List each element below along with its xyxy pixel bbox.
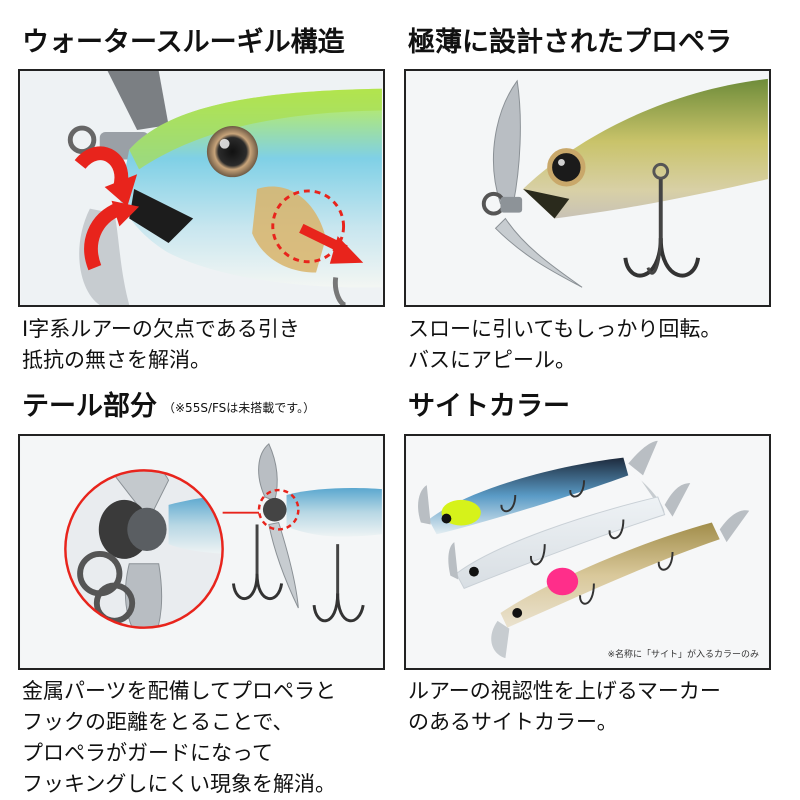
panel-2-caption-line: バスにアピール。 <box>408 348 576 372</box>
panel-3-caption-line: プロペラがガードになって <box>22 741 273 765</box>
panel-3-caption-line: フックの距離をとることで、 <box>22 710 294 734</box>
panel-4-heading: サイトカラー <box>408 390 570 424</box>
sight-color-note: ※名称に「サイト」が入るカラーのみ <box>607 650 759 660</box>
panel-3-caption: 金属パーツを配備してプロペラと フックの距離をとることで、 プロペラがガードにな… <box>22 676 336 800</box>
panel-3-caption-line: 金属パーツを配備してプロペラと <box>22 679 336 703</box>
panel-2-heading-text: 極薄に設計されたプロペラ <box>408 27 732 58</box>
lure-head-water-through-illustration <box>21 71 382 305</box>
panel-1-caption: I字系ルアーの欠点である引き 抵抗の無さを解消。 <box>22 314 300 376</box>
panel-2-image <box>404 69 771 307</box>
panel-1-caption-line: 抵抗の無さを解消。 <box>22 348 211 372</box>
panel-1-image <box>18 69 385 307</box>
panel-1-caption-line: I字系ルアーの欠点である引き <box>22 317 300 341</box>
panel-4-caption-line: のあるサイトカラー。 <box>408 710 618 734</box>
panel-4-image: ※名称に「サイト」が入るカラーのみ <box>404 434 771 670</box>
panel-2-heading: 極薄に設計されたプロペラ <box>408 26 732 60</box>
panel-2-caption: スローに引いてもしっかり回転。 バスにアピール。 <box>408 314 721 376</box>
panel-3-heading-note: （※55S/FSは未搭載です。） <box>163 400 316 415</box>
panel-3-image <box>18 434 385 670</box>
panel-3-heading: テール部分 （※55S/FSは未搭載です。） <box>22 390 315 425</box>
panel-3-caption-line: フッキングしにくい現象を解消。 <box>22 772 336 796</box>
panel-1-heading-text: ウォータースルーギル構造 <box>22 27 345 58</box>
panel-1-heading: ウォータースルーギル構造 <box>22 26 345 60</box>
tail-part-illustration <box>21 436 382 668</box>
panel-4-caption-line: ルアーの視認性を上げるマーカー <box>408 679 721 703</box>
panel-2-caption-line: スローに引いてもしっかり回転。 <box>408 317 722 341</box>
panel-4-heading-text: サイトカラー <box>408 391 570 422</box>
panel-4-caption: ルアーの視認性を上げるマーカー のあるサイトカラー。 <box>408 676 721 738</box>
thin-propeller-illustration <box>407 71 768 305</box>
panel-3-heading-text: テール部分 <box>22 391 157 422</box>
sight-color-lures-illustration <box>407 436 768 668</box>
